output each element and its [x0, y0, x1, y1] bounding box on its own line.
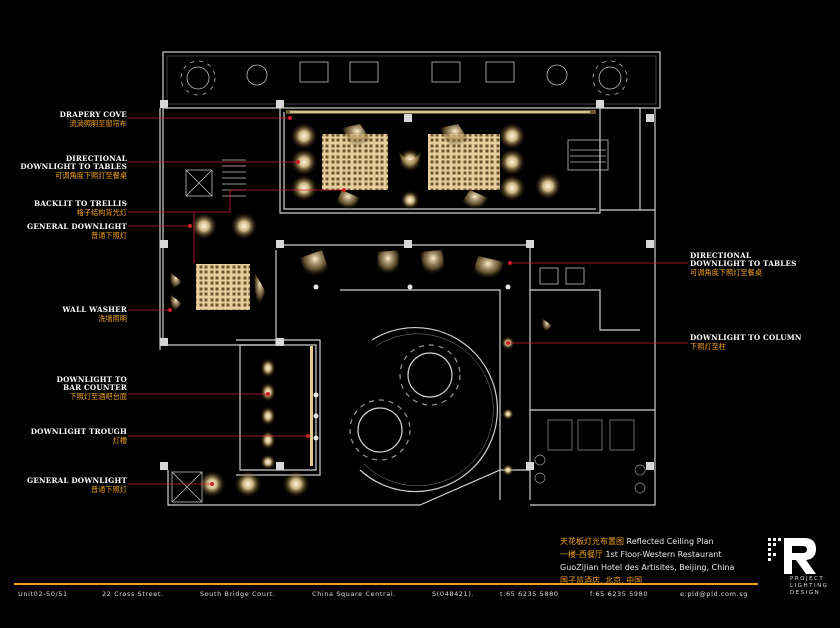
label-downlight-bar-counter: DOWNLIGHT TO BAR COUNTER 下照灯至酒吧台面	[56, 375, 127, 402]
footer-postcode: S(048421).	[432, 590, 475, 598]
footer-street: 22 Cross Street.	[102, 590, 164, 598]
washrooms	[534, 419, 646, 494]
footer-square: China Square Central.	[312, 590, 396, 598]
columns	[160, 100, 654, 470]
walls	[159, 51, 661, 506]
pld-logo: PROJECT LIGHTING DESIGN	[768, 538, 829, 598]
footer-phone: t:65 6235 5880	[500, 590, 559, 598]
label-directional-downlight-left-en: DIRECTIONAL DOWNLIGHT TO TABLES	[20, 154, 127, 172]
title-ceiling-plan-cn: 天花板灯光布置图	[560, 537, 624, 546]
label-general-downlight-upper-cn: 普通下照灯	[91, 231, 127, 241]
label-downlight-column-cn: 下照灯至柱	[690, 342, 726, 352]
pld-logo-mark	[768, 538, 816, 574]
label-wall-washer-cn: 洗墙照明	[98, 314, 127, 324]
leader-lines	[128, 116, 688, 486]
label-backlit-trellis-cn: 格子结构背光灯	[76, 208, 127, 218]
bar-counter-lights	[260, 358, 276, 470]
title-line-1: 天花板灯光布置图 Reflected Ceiling Plan	[560, 535, 770, 548]
title-floor-en: 1st Floor-Western Restaurant	[605, 550, 722, 559]
label-downlight-trough-en: DOWNLIGHT TROUGH	[30, 427, 127, 436]
label-general-downlight-lower-cn: 普通下照灯	[91, 485, 127, 495]
label-downlight-trough: DOWNLIGHT TROUGH 灯槽	[30, 427, 127, 446]
logo-word-lighting: LIGHTING	[790, 583, 829, 589]
label-general-downlight-lower: GENERAL DOWNLIGHT 普通下照灯	[27, 476, 127, 495]
footer-divider	[14, 583, 758, 585]
label-directional-downlight-right-en: DIRECTIONAL DOWNLIGHT TO TABLES	[690, 251, 797, 269]
general-downlights	[190, 122, 562, 498]
column-downlights	[501, 336, 515, 476]
title-hotel-cn: 国子监酒店, 北京, 中国	[560, 576, 643, 585]
label-drapery-cove-en: DRAPERY COVE	[59, 110, 127, 119]
footer-email: e:pld@pld.com.sg	[680, 590, 748, 598]
small-downlight-dots	[313, 284, 511, 441]
label-drapery-cove: DRAPERY COVE 流淌照明至窗帘布	[59, 110, 127, 129]
title-hotel-en: GuoZiJian Hotel des Artisites, Beijing, …	[560, 563, 735, 572]
label-wall-washer: WALL WASHER 洗墙照明	[62, 305, 127, 324]
drapery-cove	[286, 110, 596, 114]
footer-fax: f:65 6235 5980	[590, 590, 649, 598]
label-directional-downlight-left-cn: 可调角度下照灯至餐桌	[55, 171, 127, 181]
footer-unit: Unit02-50/51	[18, 590, 68, 598]
logo-word-design: DESIGN	[790, 590, 821, 596]
label-general-downlight-lower-en: GENERAL DOWNLIGHT	[27, 476, 127, 485]
title-ceiling-plan-en: Reflected Ceiling Plan	[626, 537, 714, 546]
top-tables	[180, 60, 628, 96]
title-floor-cn: 一楼-西餐厅	[560, 550, 603, 559]
label-backlit-trellis: BACKLIT TO TRELLIS 格子结构背光灯	[33, 199, 127, 218]
label-wall-washer-en: WALL WASHER	[62, 305, 127, 314]
footer-court: South Bridge Court.	[200, 590, 276, 598]
directional-spots	[300, 124, 504, 282]
label-downlight-trough-cn: 灯槽	[112, 436, 127, 446]
round-dining-area	[349, 326, 498, 493]
label-directional-downlight-left: DIRECTIONAL DOWNLIGHT TO TABLES 可调角度下照灯至…	[20, 154, 127, 181]
logo-word-project: PROJECT	[790, 576, 825, 582]
label-drapery-cove-cn: 流淌照明至窗帘布	[69, 119, 127, 129]
label-general-downlight-upper: GENERAL DOWNLIGHT 普通下照灯	[27, 222, 127, 241]
label-general-downlight-upper-en: GENERAL DOWNLIGHT	[27, 222, 127, 231]
label-downlight-column: DOWNLIGHT TO COLUMN 下照灯至柱	[690, 333, 802, 352]
label-backlit-trellis-en: BACKLIT TO TRELLIS	[33, 199, 127, 208]
wall-washers	[170, 272, 552, 334]
label-directional-downlight-right: DIRECTIONAL DOWNLIGHT TO TABLES 可调角度下照灯至…	[690, 251, 797, 278]
title-block: 天花板灯光布置图 Reflected Ceiling Plan 一楼-西餐厅 1…	[560, 535, 770, 587]
stairs-and-lifts	[171, 139, 609, 503]
label-downlight-column-en: DOWNLIGHT TO COLUMN	[690, 333, 802, 342]
downlight-trough	[310, 346, 313, 466]
label-directional-downlight-right-cn: 可调角度下照灯至餐桌	[690, 268, 762, 278]
label-downlight-bar-counter-en: DOWNLIGHT TO BAR COUNTER	[56, 375, 127, 393]
title-line-2: 一楼-西餐厅 1st Floor-Western Restaurant	[560, 548, 770, 561]
label-downlight-bar-counter-cn: 下照灯至酒吧台面	[69, 392, 127, 402]
